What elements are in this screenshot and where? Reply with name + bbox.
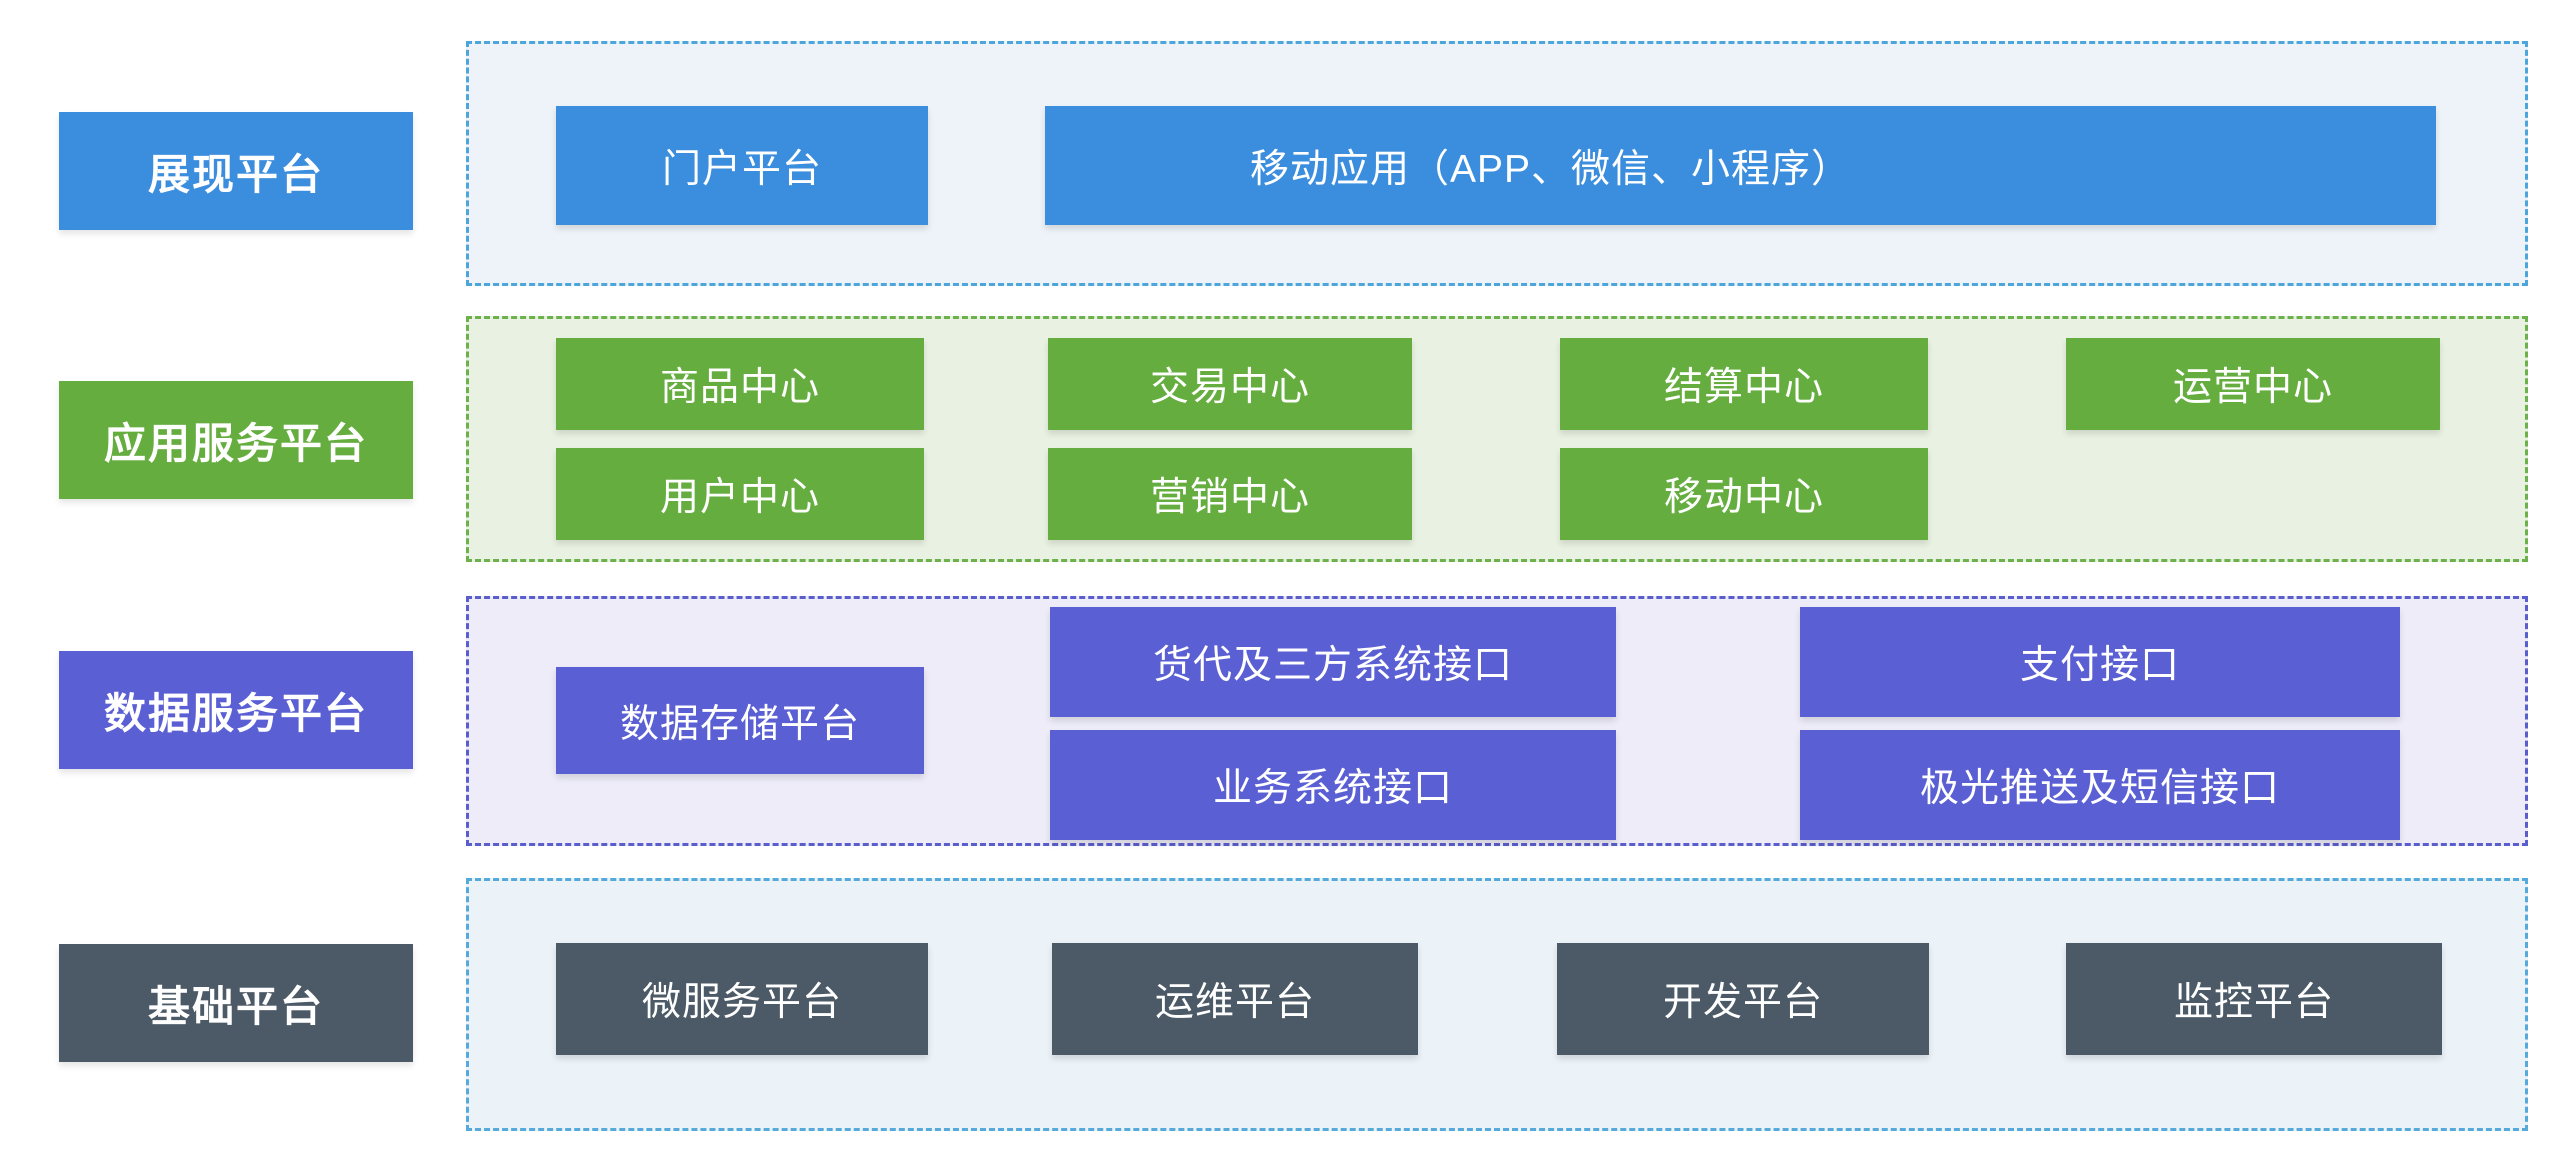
payment-interface-box: 支付接口 [1800, 607, 2400, 717]
row-label-data-service-platform: 数据服务平台 [59, 651, 413, 769]
microservice-platform-box: 微服务平台 [556, 943, 928, 1055]
row-label-application-service-platform: 应用服务平台 [59, 381, 413, 499]
monitor-platform-box: 监控平台 [2066, 943, 2442, 1055]
mobile-center-box: 移动中心 [1560, 448, 1928, 540]
operation-center-box: 运营中心 [2066, 338, 2440, 430]
row-label-presentation-platform: 展现平台 [59, 112, 413, 230]
mobile-app-box: 移动应用（APP、微信、小程序） [1045, 106, 2436, 225]
marketing-center-box: 营销中心 [1048, 448, 1412, 540]
row-label-base-platform: 基础平台 [59, 944, 413, 1062]
ops-platform-box: 运维平台 [1052, 943, 1418, 1055]
data-storage-platform-box: 数据存储平台 [556, 667, 924, 774]
business-system-interface-box: 业务系统接口 [1050, 730, 1616, 840]
user-center-box: 用户中心 [556, 448, 924, 540]
dev-platform-box: 开发平台 [1557, 943, 1929, 1055]
settlement-center-box: 结算中心 [1560, 338, 1928, 430]
forwarder-third-party-interface-box: 货代及三方系统接口 [1050, 607, 1616, 717]
trade-center-box: 交易中心 [1048, 338, 1412, 430]
jpush-sms-interface-box: 极光推送及短信接口 [1800, 730, 2400, 840]
product-center-box: 商品中心 [556, 338, 924, 430]
portal-platform-box: 门户平台 [556, 106, 928, 225]
